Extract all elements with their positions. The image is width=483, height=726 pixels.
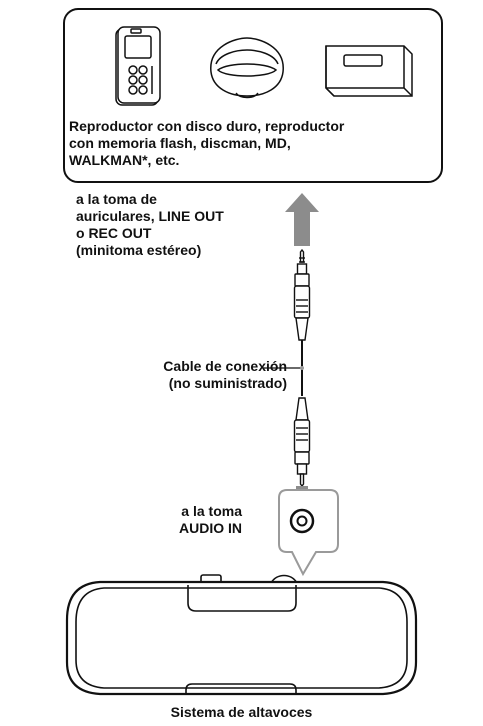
audio-in-label: a la toma AUDIO IN [120, 503, 242, 537]
devices-box [63, 8, 443, 183]
cable-label: Cable de conexión (no suministrado) [97, 358, 287, 392]
devices-caption: Reproductor con disco duro, reproductor … [69, 118, 439, 169]
source-jack-label-line: auriculares, LINE OUT [76, 208, 224, 224]
source-jack-label: a la toma de auriculares, LINE OUT o REC… [76, 191, 276, 259]
audio-in-label-line: a la toma [181, 503, 242, 519]
cable-label-line: Cable de conexión [163, 358, 287, 374]
cable-leader-dot [300, 366, 304, 370]
discman-icon [210, 37, 284, 99]
audio-in-callout [278, 489, 339, 577]
audio-in-jack-icon [289, 508, 315, 534]
source-jack-label-line: (minitoma estéreo) [76, 242, 202, 258]
speaker-system [65, 574, 418, 696]
cable-label-line: (no suministrado) [168, 375, 287, 391]
devices-caption-line: WALKMAN*, etc. [69, 152, 180, 168]
devices-caption-line: con memoria flash, discman, MD, [69, 135, 291, 151]
up-arrow [285, 193, 319, 246]
bottom-plug [293, 397, 311, 488]
audio-in-label-line: AUDIO IN [179, 520, 242, 536]
digital-audio-player-icon [115, 26, 161, 106]
source-jack-label-line: a la toma de [76, 191, 157, 207]
md-player-icon [325, 45, 413, 97]
speaker-caption: Sistema de altavoces [170, 704, 313, 720]
devices-caption-line: Reproductor con disco duro, reproductor [69, 118, 345, 134]
top-plug [293, 248, 311, 341]
source-jack-label-line: o REC OUT [76, 225, 152, 241]
